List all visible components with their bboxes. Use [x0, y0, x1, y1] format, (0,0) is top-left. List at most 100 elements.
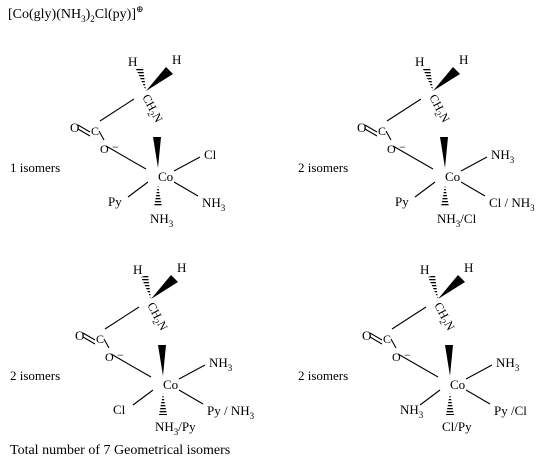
isomer-count-label: 2 isomers — [10, 368, 60, 383]
hatched-wedge-bond — [141, 275, 151, 299]
svg-text:CH2N: CH2N — [430, 300, 458, 334]
atom-o-ester: O — [105, 350, 114, 364]
svg-text:CH2N: CH2N — [143, 300, 171, 334]
bond-lower-right — [465, 389, 491, 405]
ligand-lower-right: NH3 — [202, 195, 226, 213]
ch2n-group-label: CH2N — [139, 92, 166, 125]
total-isomers-caption: Total number of 7 Geometrical isomers — [10, 443, 230, 458]
double-bond-line-2 — [369, 336, 383, 345]
ligand-upper-right: NH3 — [491, 147, 515, 165]
charge-minus: − — [404, 348, 411, 362]
hatched-wedge-bond-bottom — [441, 185, 449, 207]
atom-h-left: H — [420, 262, 429, 277]
atom-o-carbonyl: O — [75, 328, 84, 343]
bond-c-ch2 — [391, 306, 427, 330]
bond-lower-right — [178, 389, 204, 405]
atom-o-ester: O — [392, 350, 401, 364]
ligand-bottom: NH3/Cl — [437, 211, 477, 229]
atom-c-carboxyl: C — [96, 332, 104, 346]
bond-upper-right — [465, 364, 493, 380]
bond-c-ch2 — [99, 98, 135, 122]
ch2n-group-label: CH2N — [143, 300, 171, 334]
atom-h-left: H — [415, 54, 424, 69]
ligand-upper-right: NH3 — [209, 355, 233, 373]
double-bond-line-1 — [364, 124, 378, 133]
hatched-wedge-bond — [423, 67, 433, 91]
bond-c-o — [98, 130, 105, 141]
bond-c-o — [103, 338, 110, 349]
atom-h-right: H — [459, 52, 468, 67]
ligand-lower-left: Py — [108, 194, 122, 209]
bond-upper-right — [460, 156, 488, 172]
hatched-wedge-bond — [428, 275, 438, 299]
solid-wedge-bond — [438, 275, 465, 299]
n-co-wedge-bond — [158, 345, 166, 376]
ligand-upper-right: Cl — [204, 147, 217, 162]
isomer-structure: H H O C O − CH2N Co 1 isomers Cl NH3 Py … — [10, 52, 226, 229]
solid-wedge-bond — [151, 275, 178, 299]
bond-o-co — [110, 353, 152, 378]
hatched-wedge-bond — [136, 67, 146, 91]
charge-minus: − — [399, 140, 406, 154]
double-bond-line-2 — [77, 128, 91, 137]
isomer-structure: H H O C O − CH2N Co 2 isomers NH3 Py /Cl… — [298, 260, 527, 434]
bond-lower-left — [419, 389, 441, 406]
atom-co: Co — [445, 169, 460, 184]
bond-o-co — [392, 145, 434, 170]
atom-o-carbonyl: O — [70, 120, 79, 135]
bond-c-o — [385, 130, 392, 141]
isomer-structure: H H O C O − CH2N Co 2 isomers NH3 Py / N… — [10, 260, 255, 437]
isomer-structures: H H O C O − CH2N Co 1 isomers Cl NH3 Py … — [10, 52, 535, 437]
isomer-count-label: 1 isomers — [10, 160, 60, 175]
bond-lower-left — [414, 181, 436, 198]
ligand-lower-right: Py / NH3 — [207, 403, 255, 421]
complex-formula-title: [Co(gly)(NH3)2Cl(py)]⊕ — [8, 4, 144, 24]
ligand-bottom: NH3/Py — [155, 419, 196, 437]
atom-o-carbonyl: O — [357, 120, 366, 135]
atom-h-left: H — [128, 54, 137, 69]
atom-h-right: H — [172, 52, 181, 67]
solid-wedge-bond — [433, 67, 460, 91]
n-co-wedge-bond — [153, 137, 161, 168]
bond-upper-right — [178, 364, 206, 380]
ligand-lower-left: Cl — [113, 402, 126, 417]
ligand-upper-right: NH3 — [496, 355, 520, 373]
bond-lower-left — [127, 181, 149, 198]
atom-co: Co — [158, 169, 173, 184]
isomer-count-label: 2 isomers — [298, 368, 348, 383]
atom-h-right: H — [464, 260, 473, 275]
ligand-lower-right: Py /Cl — [494, 403, 527, 418]
bond-lower-right — [460, 181, 486, 197]
double-bond-line-1 — [82, 332, 96, 341]
ligand-lower-right: Cl / NH3 — [489, 195, 535, 213]
double-bond-line-1 — [77, 124, 91, 133]
hatched-wedge-bond-bottom — [154, 185, 162, 207]
bond-o-co — [397, 353, 439, 378]
bond-c-ch2 — [386, 98, 422, 122]
hatched-wedge-bond-bottom — [159, 393, 167, 415]
atom-c-carboxyl: C — [383, 332, 391, 346]
n-co-wedge-bond — [440, 137, 448, 168]
ligand-lower-left: Py — [395, 194, 409, 209]
solid-wedge-bond — [146, 67, 173, 91]
ligand-lower-left: NH3 — [400, 402, 424, 420]
isomer-count-label: 2 isomers — [298, 160, 348, 175]
bond-o-co — [105, 145, 147, 170]
bond-lower-right — [173, 181, 199, 197]
atom-c-carboxyl: C — [91, 124, 99, 138]
bond-c-ch2 — [104, 306, 140, 330]
ligand-bottom: Cl/Py — [442, 419, 472, 434]
atom-c-carboxyl: C — [378, 124, 386, 138]
isomer-structure: H H O C O − CH2N Co 2 isomers NH3 Cl / N… — [298, 52, 535, 229]
hatched-wedge-bond-bottom — [446, 393, 454, 415]
charge-minus: − — [112, 140, 119, 154]
double-bond-line-1 — [369, 332, 383, 341]
atom-o-carbonyl: O — [362, 328, 371, 343]
svg-text:CH2N: CH2N — [425, 92, 453, 126]
double-bond-line-2 — [82, 336, 96, 345]
atom-o-ester: O — [100, 142, 109, 156]
atom-co: Co — [163, 377, 178, 392]
ch2n-group-label: CH2N — [430, 300, 458, 334]
atom-co: Co — [450, 377, 465, 392]
